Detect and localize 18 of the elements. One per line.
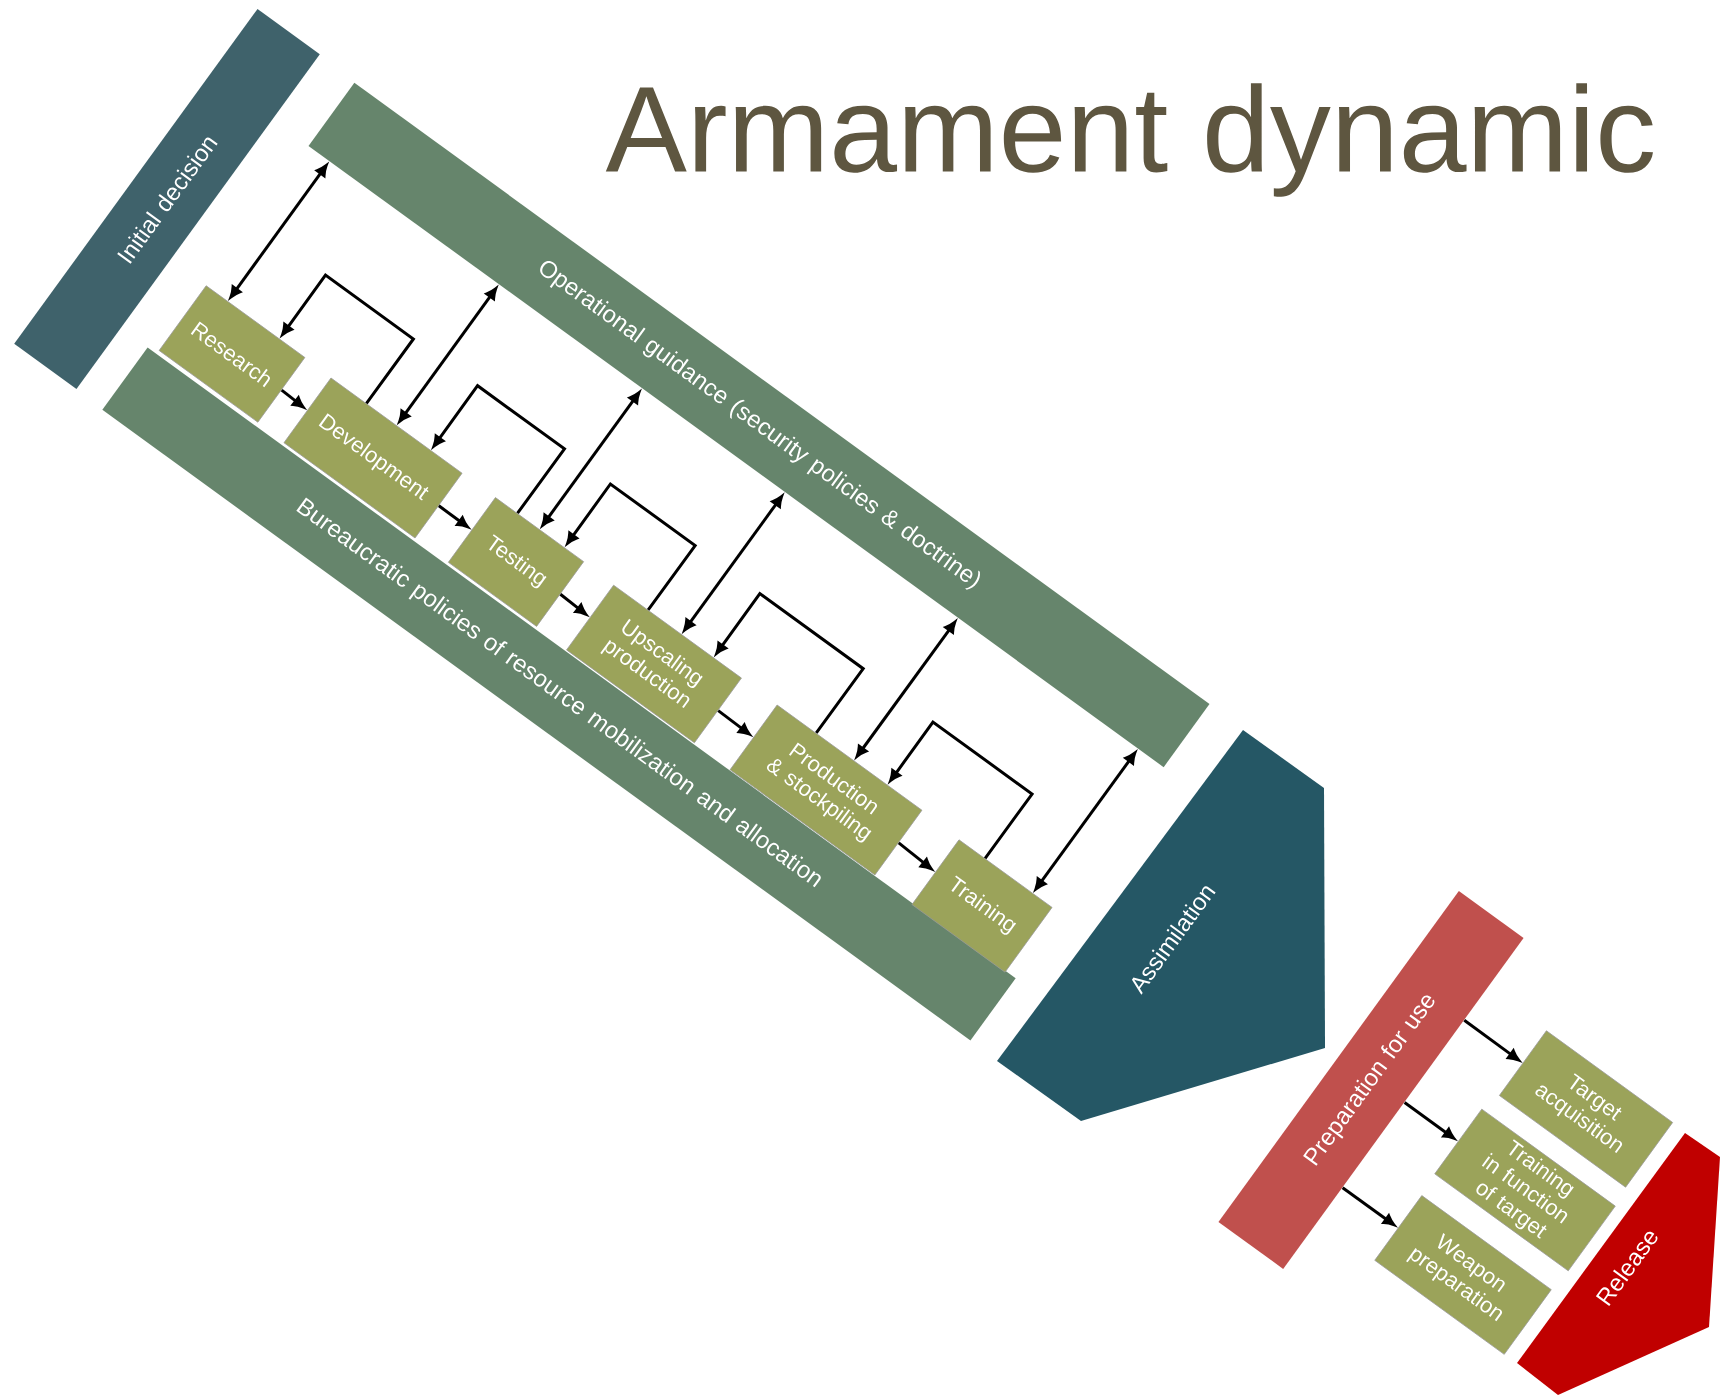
arrow — [889, 719, 1035, 860]
arrow — [437, 504, 469, 529]
arrow — [897, 841, 933, 871]
arrow — [1403, 1101, 1456, 1140]
arrow — [855, 620, 957, 758]
arrow — [398, 287, 498, 423]
arrow — [559, 593, 588, 616]
arrow — [717, 709, 751, 736]
arrow — [1463, 1019, 1520, 1062]
arrow — [1034, 751, 1137, 891]
arrow — [715, 591, 866, 734]
arrow — [541, 391, 641, 527]
arrow — [281, 273, 416, 405]
arrow — [229, 164, 328, 299]
arrow — [280, 388, 305, 409]
arrow — [432, 383, 567, 515]
arrow — [566, 481, 698, 611]
arrow — [1341, 1186, 1396, 1227]
